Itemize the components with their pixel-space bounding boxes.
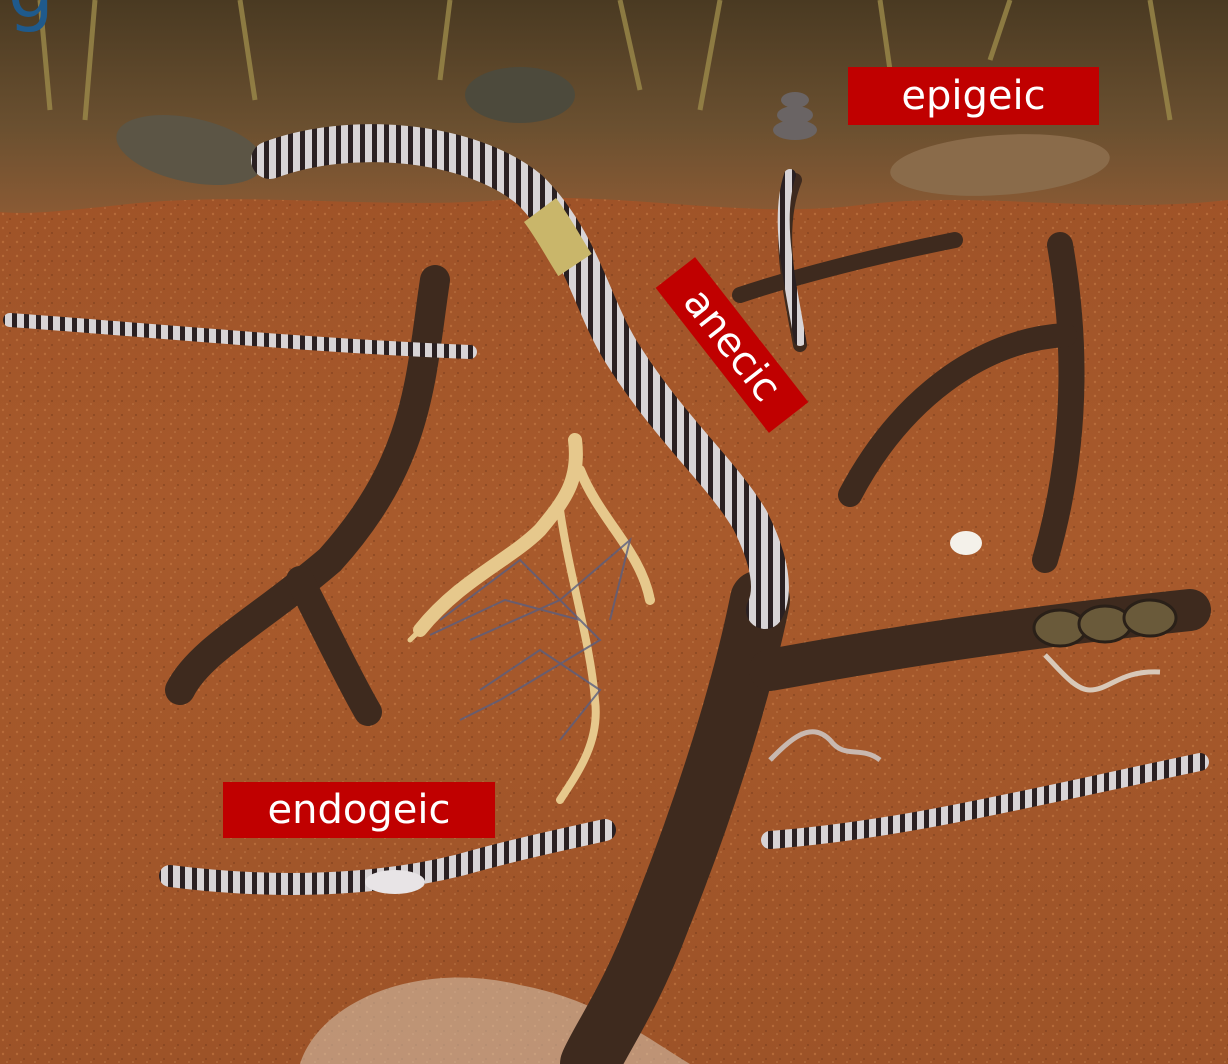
label-endogeic: endogeic — [223, 782, 495, 838]
dead-leaf — [465, 67, 575, 123]
label-epigeic: epigeic — [848, 67, 1099, 125]
earthworm-cocoon — [950, 531, 982, 555]
endogeic-worm-clitellum — [365, 870, 425, 894]
title-fragment: g — [8, 0, 54, 28]
